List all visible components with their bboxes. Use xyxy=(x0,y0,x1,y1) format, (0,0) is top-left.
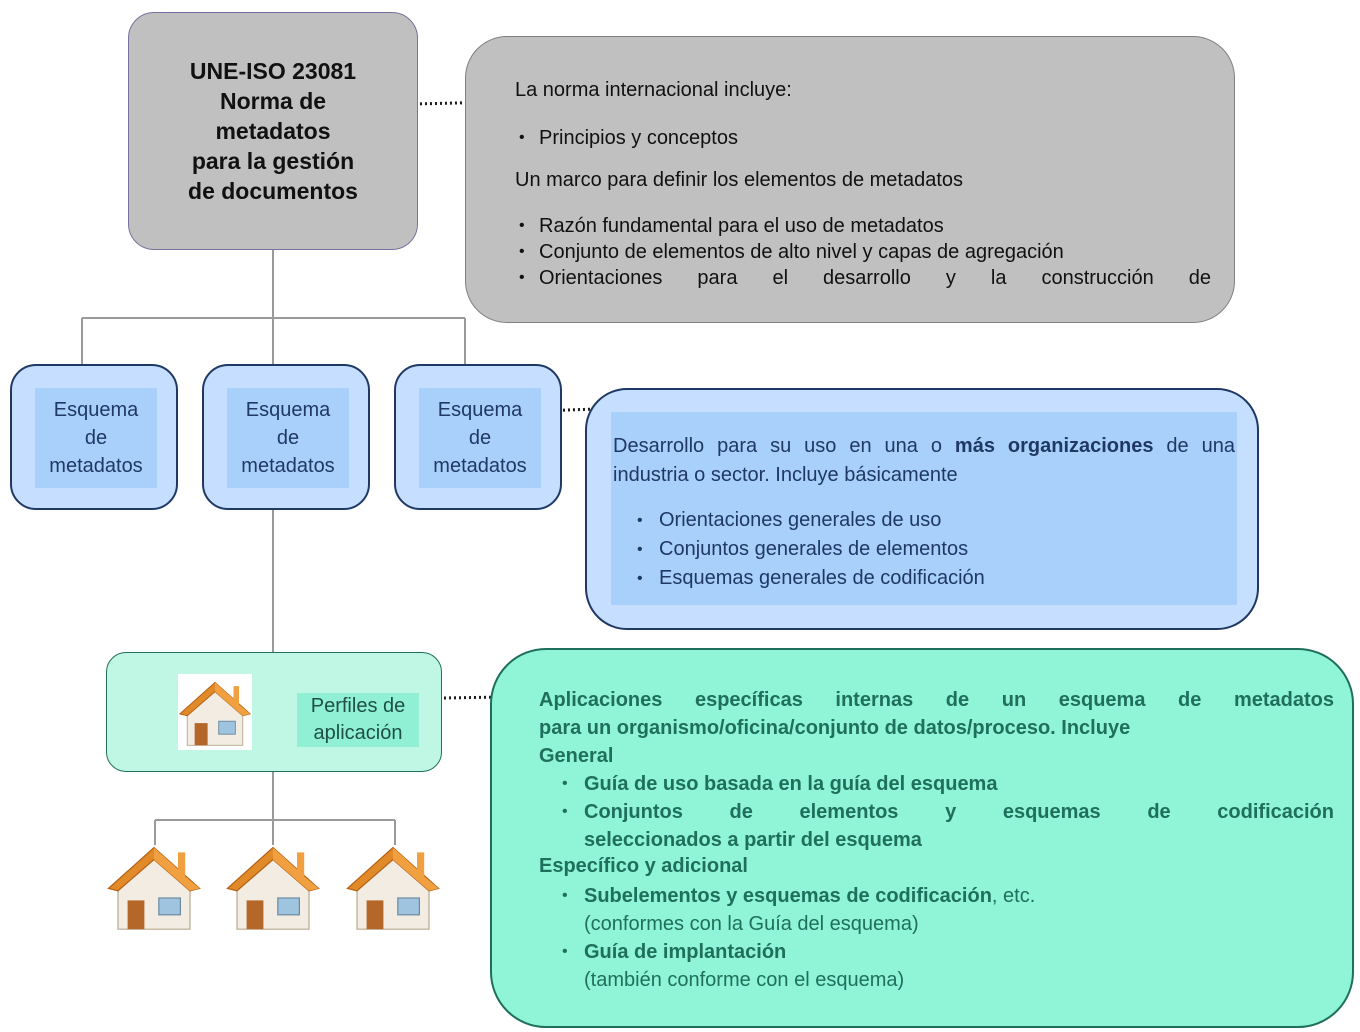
schema-box-3: Esquema de metadatos xyxy=(394,364,562,510)
list-item: Conjunto de elementos de alto nivel y ca… xyxy=(515,239,1211,265)
profiles-label: Perfiles de aplicación xyxy=(297,693,419,747)
profile-description: Aplicaciones específicas internas de un … xyxy=(490,648,1354,1028)
house-icon xyxy=(223,838,323,939)
list-item: Guía de uso basada en la guía del esquem… xyxy=(562,770,1334,798)
schema-desc-paragraph: Desarrollo para su uso en una o más orga… xyxy=(613,435,1235,486)
schema-box-2: Esquema de metadatos xyxy=(202,364,370,510)
standard-desc-list-2: Razón fundamental para el uso de metadat… xyxy=(515,213,1211,291)
list-item: Esquemas generales de codificación xyxy=(637,564,985,593)
profile-general-list: Guía de uso basada en la guía del esquem… xyxy=(562,770,1334,854)
standard-desc-list-1: Principios y conceptos xyxy=(515,125,1211,151)
schema-desc-list: Orientaciones generales de uso Conjuntos… xyxy=(637,506,985,593)
standard-desc-intro: La norma internacional incluye: xyxy=(515,79,792,101)
list-item: Guía de implantación (también conforme c… xyxy=(562,938,1334,994)
profile-specific-heading: Específico y adicional xyxy=(539,855,748,877)
house-icon xyxy=(343,838,443,939)
standard-desc-framework: Un marco para definir los elementos de m… xyxy=(515,169,964,191)
list-item: Razón fundamental para el uso de metadat… xyxy=(515,213,1211,239)
standard-title: UNE-ISO 23081 Norma de metadatos para la… xyxy=(188,58,358,204)
list-item: Conjuntos de elementos y esquemas de cod… xyxy=(562,798,1334,854)
list-item: Orientaciones generales de uso xyxy=(637,506,985,535)
standard-description: La norma internacional incluye: Principi… xyxy=(465,36,1235,323)
profile-desc-heading: Aplicaciones específicas internas de un … xyxy=(539,689,1334,767)
profile-specific-list: Subelementos y esquemas de codificación,… xyxy=(562,882,1334,994)
house-icon xyxy=(104,838,204,939)
list-item: Principios y conceptos xyxy=(515,125,1211,151)
application-profiles-box: Perfiles de aplicación xyxy=(106,652,442,772)
standard-box: UNE-ISO 23081 Norma de metadatos para la… xyxy=(128,12,418,250)
house-icon xyxy=(178,674,252,750)
schema-description: Desarrollo para su uso en una o más orga… xyxy=(585,388,1259,630)
list-item: Orientaciones para el desarrollo y la co… xyxy=(515,265,1211,291)
schema-box-1: Esquema de metadatos xyxy=(10,364,178,510)
list-item: Conjuntos generales de elementos xyxy=(637,535,985,564)
list-item: Subelementos y esquemas de codificación,… xyxy=(562,882,1334,938)
